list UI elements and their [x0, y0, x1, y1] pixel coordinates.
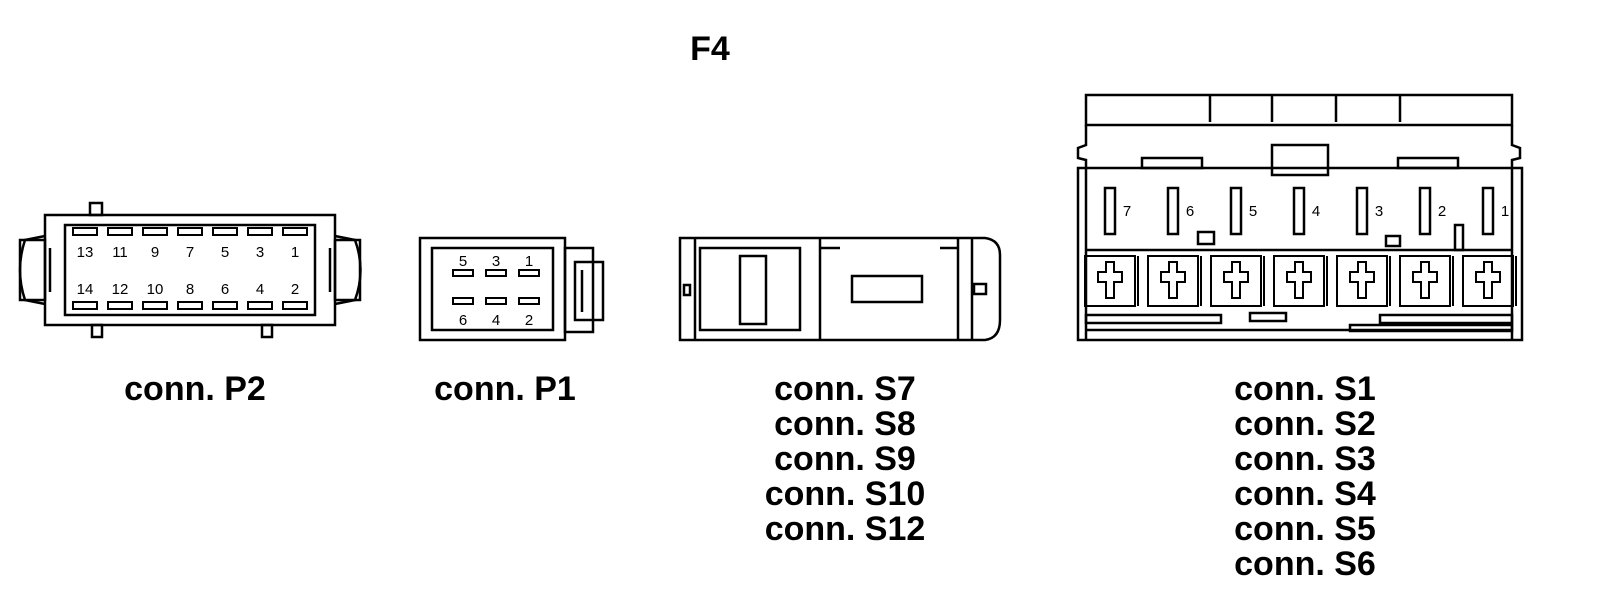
- pin-slot: [518, 297, 540, 305]
- pin-label: 2: [1438, 203, 1446, 220]
- terminal-slot: [1229, 186, 1243, 236]
- pin-slot: [72, 301, 98, 310]
- terminal-slot: [1418, 186, 1432, 236]
- pin-label: 5: [1249, 203, 1257, 220]
- caption-s10: conn. S10: [764, 475, 926, 513]
- caption-s12: conn. S12: [764, 510, 926, 548]
- pin-label: 5: [221, 244, 229, 261]
- pin-slot: [247, 301, 273, 310]
- pin-slot: [177, 301, 203, 310]
- terminal-latch: [1349, 261, 1375, 299]
- terminal-slot: [1292, 186, 1306, 236]
- terminal-slot: [1103, 186, 1117, 236]
- pin-label: 7: [186, 244, 194, 261]
- pin-label: 7: [1123, 203, 1131, 220]
- pin-label: 1: [525, 253, 533, 270]
- terminal-latch: [1412, 261, 1438, 299]
- pin-slot: [142, 227, 168, 236]
- pin-label: 2: [525, 312, 533, 329]
- terminal-cell: [1273, 255, 1325, 307]
- caption-p1: conn. P1: [434, 370, 576, 408]
- pin-label: 10: [147, 281, 164, 298]
- terminal-latch: [1223, 261, 1249, 299]
- pin-label: 6: [221, 281, 229, 298]
- terminal-cell: [1462, 255, 1514, 307]
- pin-label: 13: [77, 244, 94, 261]
- pin-label: 9: [151, 244, 159, 261]
- pin-label: 2: [291, 281, 299, 298]
- terminal-slot: [1166, 186, 1180, 236]
- pin-slot: [282, 227, 308, 236]
- pin-slot: [142, 301, 168, 310]
- caption-s5: conn. S5: [1234, 510, 1376, 548]
- pin-slot: [247, 227, 273, 236]
- pin-slot: [107, 301, 133, 310]
- terminal-latch: [1097, 261, 1123, 299]
- terminal-cell: [1084, 255, 1136, 307]
- caption-s7: conn. S7: [774, 370, 916, 408]
- connector-s-large-drawing: [1076, 93, 1524, 342]
- pin-label: 14: [77, 281, 94, 298]
- pin-slot: [452, 269, 474, 277]
- terminal-cell: [1210, 255, 1262, 307]
- pin-label: 4: [1312, 203, 1320, 220]
- pin-label: 4: [256, 281, 264, 298]
- pin-slot: [107, 227, 133, 236]
- caption-s9: conn. S9: [774, 440, 916, 478]
- terminal-slot: [1355, 186, 1369, 236]
- pin-label: 12: [112, 281, 129, 298]
- pin-label: 3: [492, 253, 500, 270]
- pin-label: 1: [291, 244, 299, 261]
- pin-label: 11: [112, 244, 128, 261]
- caption-s8: conn. S8: [774, 405, 916, 443]
- pin-label: 6: [459, 312, 467, 329]
- pin-label: 5: [459, 253, 467, 270]
- connector-p1-drawing: [418, 236, 605, 342]
- terminal-latch: [1286, 261, 1312, 299]
- diagram-title: F4: [690, 30, 730, 68]
- pin-label: 6: [1186, 203, 1194, 220]
- terminal-slot: [1481, 186, 1495, 236]
- connector-s-small-drawing: [678, 236, 1002, 342]
- pin-slot: [452, 297, 474, 305]
- pin-slot: [72, 227, 98, 236]
- pin-slot: [177, 227, 203, 236]
- pin-slot: [518, 269, 540, 277]
- connector-p2-pins: 13 11 9 7 5 3 1 14 12 10 8 6 4 2: [72, 227, 308, 310]
- terminal-latch: [1160, 261, 1186, 299]
- terminal-cell: [1336, 255, 1388, 307]
- caption-s-small: conn. S7 conn. S8 conn. S9 conn. S10 con…: [735, 372, 955, 547]
- pin-slot: [485, 269, 507, 277]
- caption-s6: conn. S6: [1234, 545, 1376, 583]
- connector-p2-drawing: [18, 201, 362, 339]
- pin-label: 8: [186, 281, 194, 298]
- pin-label: 1: [1501, 203, 1509, 220]
- pin-slot: [212, 301, 238, 310]
- terminal-cell: [1147, 255, 1199, 307]
- caption-s-large: conn. S1 conn. S2 conn. S3 conn. S4 conn…: [1195, 372, 1415, 582]
- pin-slot: [282, 301, 308, 310]
- pin-label: 3: [256, 244, 264, 261]
- caption-s1: conn. S1: [1234, 370, 1376, 408]
- pin-slot: [212, 227, 238, 236]
- caption-s4: conn. S4: [1234, 475, 1376, 513]
- terminal-cell: [1399, 255, 1451, 307]
- caption-s3: conn. S3: [1234, 440, 1376, 478]
- caption-s2: conn. S2: [1234, 405, 1376, 443]
- pin-slot: [485, 297, 507, 305]
- pin-label: 3: [1375, 203, 1383, 220]
- terminal-latch: [1475, 261, 1501, 299]
- caption-p2: conn. P2: [124, 370, 266, 408]
- connector-p1-pins: 5 3 1 6 4 2: [452, 253, 540, 329]
- connector-s-large-pins: 7 6 5 4 3 2 1: [1084, 186, 1517, 307]
- pin-label: 4: [492, 312, 500, 329]
